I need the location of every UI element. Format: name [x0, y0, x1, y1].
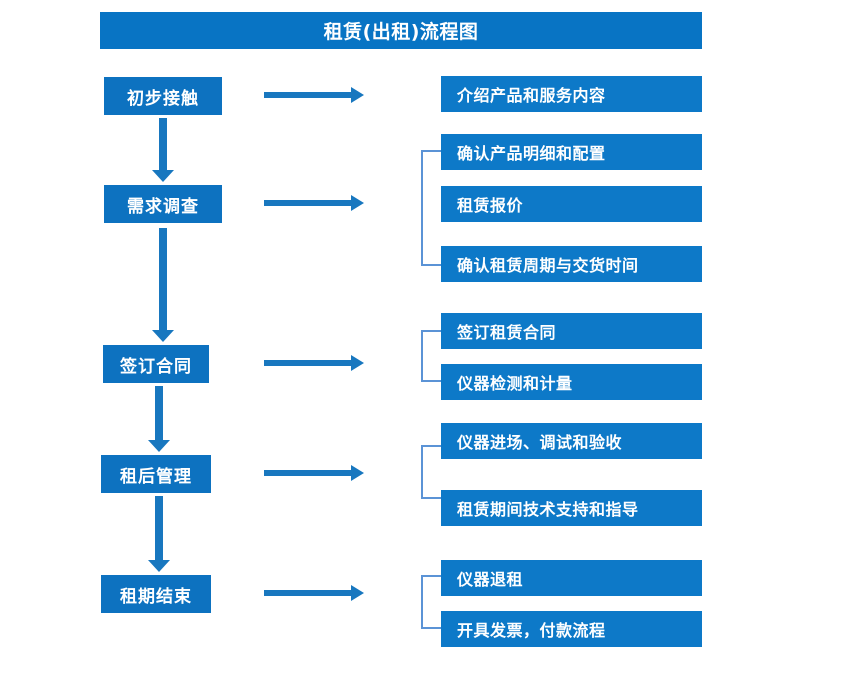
detail-box-confirm-spec[interactable]: 确认产品明细和配置	[441, 134, 702, 170]
detail-box-invoice-payment[interactable]: 开具发票，付款流程	[441, 611, 702, 647]
detail-box-instrument-return[interactable]: 仪器退租	[441, 560, 702, 596]
detail-box-rental-quote[interactable]: 租赁报价	[441, 186, 702, 222]
link-arrow-right-2	[264, 195, 364, 211]
stage-box-post-rent-manage[interactable]: 租后管理	[101, 455, 211, 493]
flow-arrow-down-4	[148, 496, 170, 572]
page-title: 租赁(出租)流程图	[100, 12, 702, 49]
group-bracket-sign-contract	[421, 330, 441, 382]
detail-box-instrument-check[interactable]: 仪器检测和计量	[441, 364, 702, 400]
link-arrow-right-1	[264, 87, 364, 103]
link-arrow-right-4	[264, 465, 364, 481]
flow-arrow-down-3	[148, 386, 170, 452]
stage-box-lease-end[interactable]: 租期结束	[101, 575, 211, 613]
stage-box-needs-survey[interactable]: 需求调查	[104, 185, 222, 223]
detail-box-tech-support[interactable]: 租赁期间技术支持和指导	[441, 490, 702, 526]
stage-box-sign-contract[interactable]: 签订合同	[103, 345, 209, 383]
flow-arrow-down-2	[152, 228, 174, 342]
flow-arrow-down-1	[152, 118, 174, 182]
group-bracket-lease-end	[421, 575, 441, 629]
group-bracket-post-rent-manage	[421, 445, 441, 499]
stage-box-initial-contact[interactable]: 初步接触	[104, 77, 222, 115]
detail-box-instrument-install[interactable]: 仪器进场、调试和验收	[441, 423, 702, 459]
link-arrow-right-5	[264, 585, 364, 601]
link-arrow-right-3	[264, 355, 364, 371]
detail-box-intro-products[interactable]: 介绍产品和服务内容	[441, 76, 702, 112]
detail-box-sign-lease-contract[interactable]: 签订租赁合同	[441, 313, 702, 349]
group-bracket-needs-survey	[421, 150, 441, 266]
detail-box-confirm-term-delivery[interactable]: 确认租赁周期与交货时间	[441, 246, 702, 282]
